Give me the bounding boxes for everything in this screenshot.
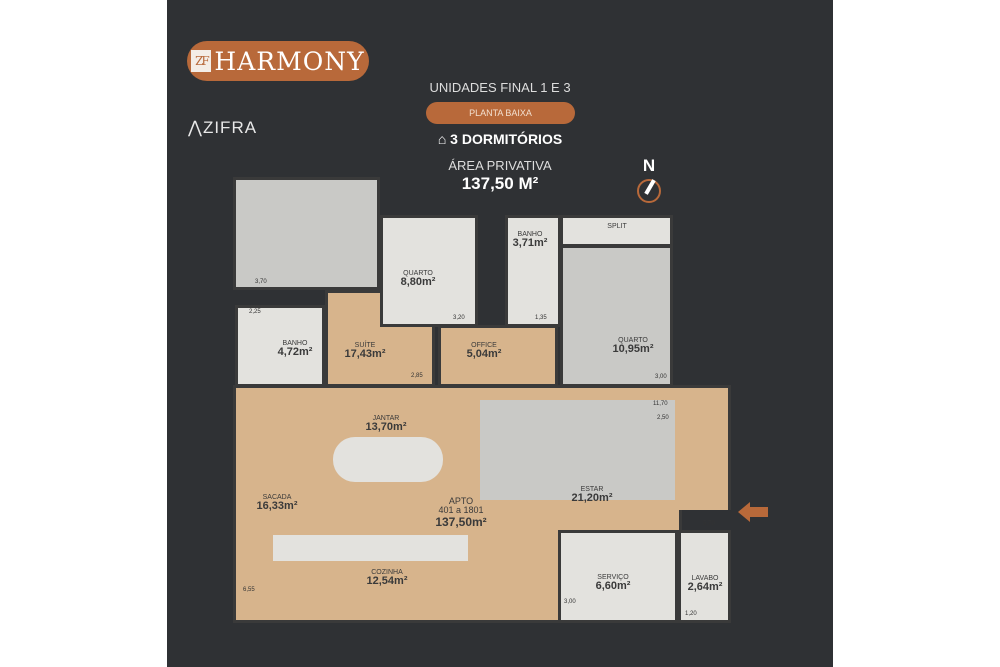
dining-table — [333, 437, 443, 482]
compass-north-label: N — [642, 156, 656, 175]
harmony-logo: ZF HARMONY — [187, 41, 369, 81]
dimension: 2,25 — [249, 309, 261, 315]
brand-name: HARMONY — [214, 46, 365, 76]
bedrooms-label: ⌂ 3 DORMITÓRIOS — [400, 131, 600, 147]
dimension: 11,70 — [653, 401, 668, 407]
room-banho-suite — [235, 305, 325, 387]
area-label: ÁREA PRIVATIVA — [448, 158, 552, 173]
estar-rug — [480, 400, 675, 500]
dimension: 1,20 — [685, 611, 697, 617]
dimension: 1,35 — [535, 315, 547, 321]
developer-logo: ⋀ZIFRA — [188, 118, 258, 137]
logo-mark: ZF — [191, 50, 212, 72]
room-quarto-2 — [560, 245, 673, 387]
dimension: 3,00 — [655, 374, 667, 380]
dimension: 3,00 — [564, 599, 576, 605]
developer-name: ZIFRA — [202, 118, 258, 137]
room-quarto-1 — [380, 215, 478, 327]
suite-bedroom — [233, 177, 380, 290]
entrance-arrow-icon — [738, 502, 768, 522]
label-split: SPLIT — [607, 223, 627, 230]
room-servico — [558, 530, 678, 623]
house-icon: ⌂ — [437, 131, 451, 147]
dimension: 5,70 — [703, 521, 715, 527]
split-area — [560, 215, 673, 247]
area-value: 137,50 M² — [461, 174, 539, 193]
dimension: 3,70 — [255, 279, 267, 285]
dimension: 6,55 — [243, 587, 255, 593]
dimension: 3,20 — [453, 315, 465, 321]
units-title: UNIDADES FINAL 1 E 3 — [429, 80, 571, 95]
dimension: 2,85 — [411, 373, 423, 379]
kitchen-island — [273, 535, 468, 561]
room-office — [438, 325, 558, 387]
planta-badge: PLANTA BAIXA — [426, 102, 575, 124]
bedrooms-text: 3 DORMITÓRIOS — [450, 131, 563, 147]
living-extension — [673, 385, 731, 510]
room-lavabo — [678, 530, 731, 623]
compass-icon: N — [634, 156, 664, 206]
dimension: 2,50 — [657, 415, 669, 421]
